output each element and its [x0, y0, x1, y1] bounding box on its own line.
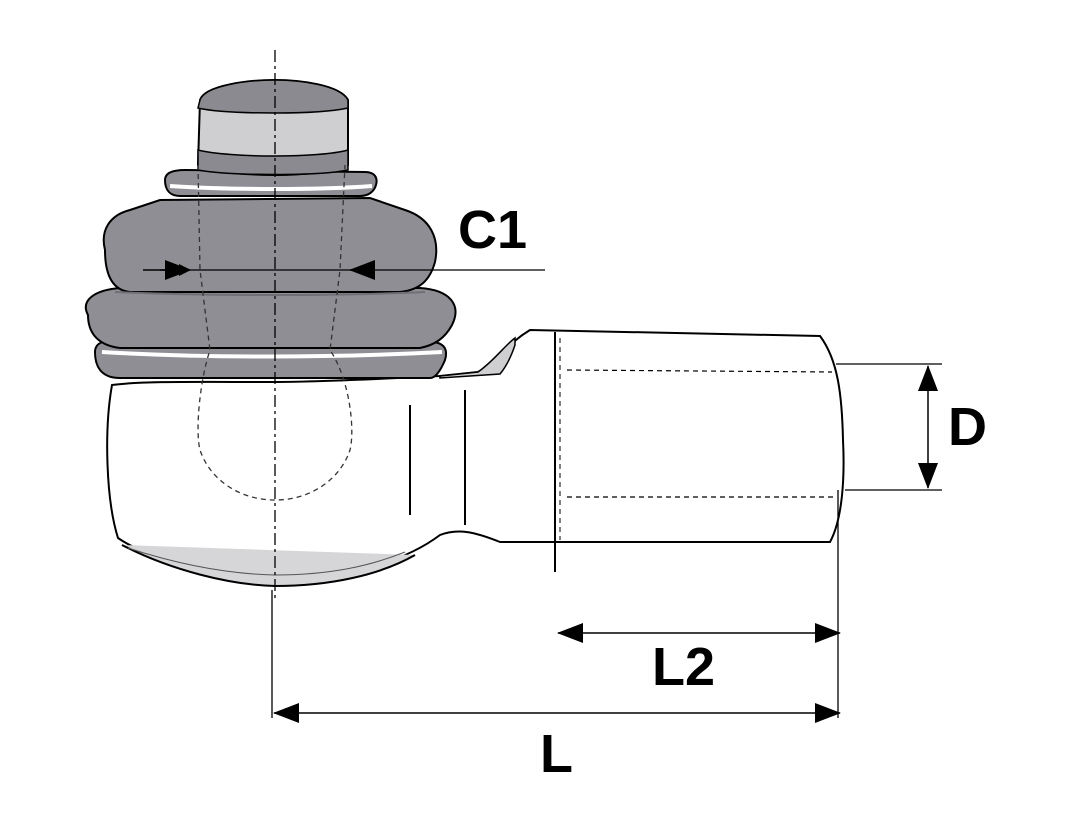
- l2-label: L2: [652, 637, 715, 697]
- l-label: L: [540, 724, 573, 784]
- dimension-d: D: [836, 363, 987, 491]
- rubber-boot: [85, 168, 457, 379]
- stud: [196, 78, 349, 177]
- threaded-shank: [554, 332, 835, 572]
- dimension-l: L: [271, 590, 841, 784]
- hidden-ball-outline: [197, 164, 353, 501]
- d-label: D: [948, 397, 987, 457]
- dimension-c1: C1: [143, 200, 545, 280]
- c1-label: C1: [458, 200, 527, 260]
- housing: [106, 328, 845, 588]
- dimension-l2: L2: [557, 490, 841, 718]
